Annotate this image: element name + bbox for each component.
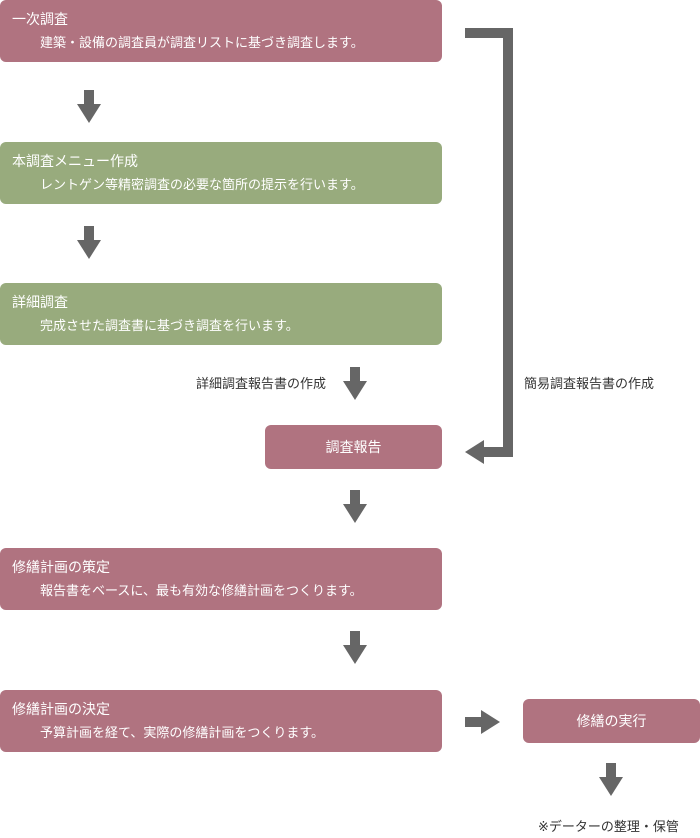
repair-plan-draft-title: 修繕計画の策定: [12, 560, 110, 576]
repair-plan-decision-box: 修繕計画の決定 予算計画を経て、実際の修繕計画をつくります。: [0, 690, 442, 752]
repair-plan-decision-desc: 予算計画を経て、実際の修繕計画をつくります。: [40, 726, 325, 741]
repair-plan-draft-box: 修繕計画の策定 報告書をベースに、最も有効な修繕計画をつくります。: [0, 548, 442, 610]
survey-report-box: 調査報告: [265, 425, 442, 469]
simple-report-creation-label: 簡易調査報告書の作成: [524, 377, 655, 392]
down-arrow-icon: [599, 763, 623, 796]
detailed-report-creation-label: 詳細調査報告書の作成: [196, 377, 327, 392]
down-arrow-icon: [77, 226, 101, 259]
repair-execution-box: 修繕の実行: [523, 699, 700, 743]
detailed-survey-desc: 完成させた調査書に基づき調査を行います。: [40, 319, 299, 334]
main-survey-menu-title: 本調査メニュー作成: [12, 154, 138, 170]
initial-survey-box: 一次調査 建築・設備の調査員が調査リストに基づき調査します。: [0, 0, 442, 62]
main-survey-menu-box: 本調査メニュー作成 レントゲン等精密調査の必要な箇所の提示を行います。: [0, 142, 442, 204]
main-survey-menu-desc: レントゲン等精密調査の必要な箇所の提示を行います。: [40, 178, 364, 193]
initial-survey-desc: 建築・設備の調査員が調査リストに基づき調査します。: [40, 36, 364, 51]
right-arrow-icon: [465, 710, 500, 734]
down-arrow-icon: [343, 367, 367, 400]
repair-plan-decision-title: 修繕計画の決定: [12, 702, 110, 718]
initial-survey-title: 一次調査: [12, 12, 68, 28]
detailed-survey-box: 詳細調査 完成させた調査書に基づき調査を行います。: [0, 283, 442, 345]
repair-execution-title: 修繕の実行: [576, 714, 647, 730]
data-archive-label: ※データーの整理・保管: [538, 820, 679, 835]
detailed-survey-title: 詳細調査: [12, 295, 68, 311]
down-arrow-icon: [77, 90, 101, 123]
repair-plan-draft-desc: 報告書をベースに、最も有効な修繕計画をつくります。: [40, 584, 363, 599]
down-arrow-icon: [343, 490, 367, 523]
down-arrow-icon: [343, 631, 367, 664]
survey-report-title: 調査報告: [325, 440, 382, 456]
bypass-arrow-icon: [465, 28, 513, 464]
